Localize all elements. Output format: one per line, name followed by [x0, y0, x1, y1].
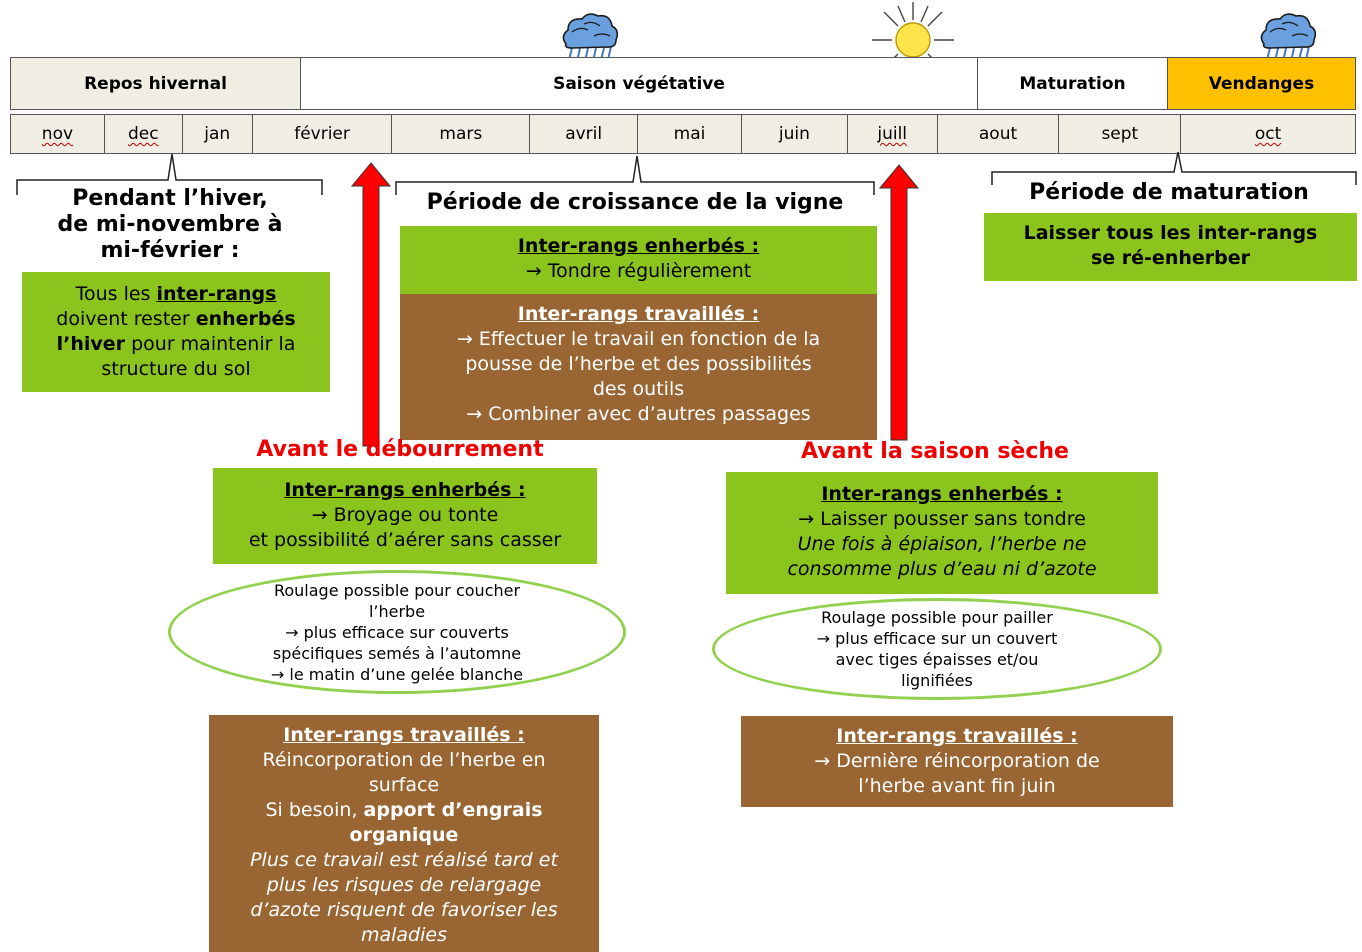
month-mars: mars: [392, 115, 531, 153]
month-avril: avril: [530, 115, 639, 153]
growth-heading: Période de croissance de la vigne: [426, 190, 844, 215]
budbreak-rolling-ellipse: Roulage possible pour coucher l’herbe → …: [168, 570, 626, 694]
season-vegetative: Saison végétative: [301, 58, 978, 109]
month-nov: nov: [11, 115, 105, 153]
dry-grass-box: Inter-rangs enherbés : → Laisser pousser…: [726, 472, 1158, 594]
dry-rolling-ellipse: Roulage possible pour pailler → plus eff…: [712, 598, 1162, 700]
budbreak-title: Avant le débourrement: [256, 437, 544, 462]
budbreak-worked-box: Inter-rangs travaillés : Réincorporation…: [209, 715, 599, 952]
month-fevrier: février: [253, 115, 393, 153]
red-up-arrow: [878, 164, 920, 441]
budbreak-grass-box: Inter-rangs enherbés : → Broyage ou tont…: [213, 468, 597, 564]
season-vendanges: Vendanges: [1168, 58, 1355, 109]
month-timeline: nov dec jan février mars avril mai juin …: [10, 114, 1356, 154]
red-up-arrow: [350, 162, 392, 447]
month-juill: juill: [848, 115, 938, 153]
growth-worked-box: Inter-rangs travaillés : → Effectuer le …: [400, 294, 877, 440]
growth-brace: [395, 155, 875, 195]
season-timeline: Repos hivernal Saison végétative Maturat…: [10, 57, 1356, 110]
brace-lines: [16, 151, 1357, 195]
winter-heading: Pendant l’hiver, de mi-novembre à mi-fév…: [57, 186, 283, 263]
month-oct: oct: [1254, 124, 1282, 144]
winter-box: Tous les inter-rangs doivent rester enhe…: [22, 272, 330, 392]
dry-worked-box: Inter-rangs travaillés : → Dernière réin…: [741, 716, 1173, 807]
month-sept: sept: [1059, 115, 1182, 153]
season-repos-hivernal: Repos hivernal: [11, 58, 301, 109]
maturation-brace: [991, 151, 1357, 185]
winter-brace: [16, 153, 323, 195]
growth-grass-box: Inter-rangs enherbés : → Tondre régulièr…: [400, 226, 877, 294]
month-aout: aout: [938, 115, 1060, 153]
month-jan: jan: [183, 115, 253, 153]
maturation-box: Laisser tous les inter-rangs se ré-enher…: [984, 213, 1357, 281]
month-dec: dec: [105, 115, 183, 153]
season-maturation: Maturation: [978, 58, 1168, 109]
month-juin: juin: [742, 115, 848, 153]
month-mai: mai: [638, 115, 742, 153]
rain-cloud-icon: [562, 13, 619, 67]
dry-season-title: Avant la saison sèche: [801, 439, 1069, 464]
maturation-heading: Période de maturation: [1029, 180, 1309, 205]
